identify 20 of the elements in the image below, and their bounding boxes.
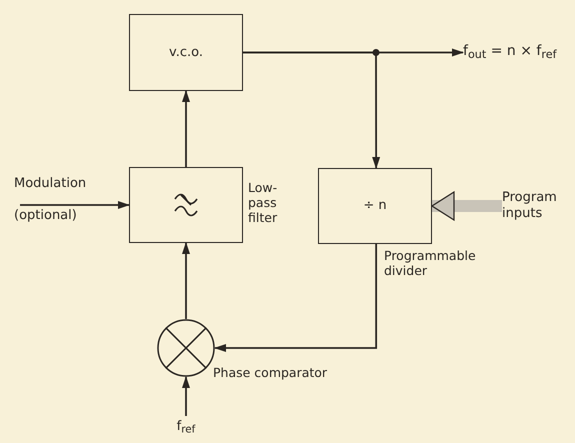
process-box — [129, 14, 243, 91]
process-box — [318, 168, 432, 244]
arrow — [182, 90, 190, 167]
block-caption: Programmable divider — [384, 248, 477, 278]
block-caption: Phase comparator — [213, 365, 328, 380]
block-caption: Low-pass filter — [248, 180, 278, 225]
signal-label: Modulation — [14, 176, 86, 192]
arrow — [243, 52, 380, 169]
input-arrow — [431, 191, 502, 221]
signal-label: f$_{out}$ = n × f$_{ref}$ — [463, 43, 557, 62]
arrow — [214, 244, 378, 352]
filter-box — [129, 167, 243, 243]
box-label: ÷ n — [363, 198, 387, 214]
arrow — [182, 376, 190, 416]
arrow — [20, 201, 130, 209]
signal-label: Program inputs — [502, 190, 558, 222]
box-label: v.c.o. — [169, 44, 203, 60]
arrow — [182, 242, 190, 319]
signal-label: (optional) — [14, 208, 77, 224]
signal-label: f$_{ref}$ — [176, 419, 196, 437]
